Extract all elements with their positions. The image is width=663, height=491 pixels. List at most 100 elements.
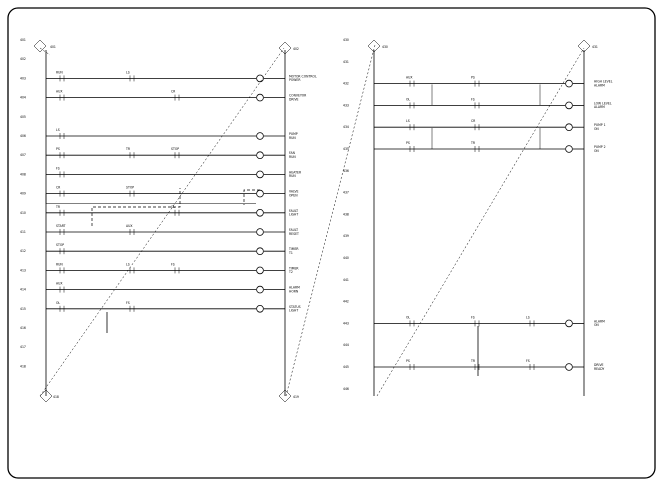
right-rung-number-442: 442 [343,300,349,304]
tag-right-top-text: 430 [382,45,388,49]
right-rung-number-431: 431 [343,60,349,64]
left-rung-number-404: 404 [20,96,26,100]
right-contact-a-443-label: OL [406,315,410,319]
left-rung-number-411: 411 [20,230,26,234]
right-contact-a-433: OL [406,97,415,109]
left-coil-411 [256,228,264,236]
left-contact-a-412-label: STOP [56,243,64,247]
right-contact-c-445-label: FS [526,359,530,363]
left-rung-number-408: 408 [20,172,26,176]
right-contact-b-443: FS [471,315,480,327]
left-contact-b-409-label: STOP [126,186,134,190]
left-coil-404 [256,93,264,102]
left-coil-407 [256,151,264,160]
left-contact-a-411-label: START [56,224,66,228]
right-rung-number-440: 440 [343,256,349,260]
left-rung-number-405: 405 [20,115,26,119]
tag-right-top: 430 [367,39,388,53]
left-contact-b-407-label: TR [125,147,131,151]
left-contact-a-413: RUN [56,262,65,274]
left-contact-a-403: RUN [56,70,65,82]
right-coil-435 [565,145,573,153]
left-diagonal-top [39,47,51,56]
right-contact-b-432-label: PS [471,76,475,80]
corner-tags: 401 418 402 419 430 431 [33,39,598,403]
left-rung-number-401: 401 [20,38,26,42]
left-contact-a-415-label: OL [56,301,60,305]
left-contact-c-407-label: STOP [171,147,179,151]
right-rung-number-436: 436 [343,169,349,173]
right-rung-number-439: 439 [343,234,349,238]
right-contact-c-445: FS [526,359,535,370]
right-rung-number-441: 441 [343,278,349,282]
left-contact-b-413: LS [126,262,135,274]
right-rung-number-443: 443 [343,321,349,325]
left-contact-a-406: LS [56,128,65,139]
left-contact-b-403-label: LS [126,70,130,74]
right-rung-number-446: 446 [343,387,349,391]
left-contact-a-411: START [56,224,66,235]
right-diagonal [285,44,376,397]
right2-diagonal [376,47,585,397]
right-contact-c-443: LS [526,315,535,327]
left-rung-number-415: 415 [20,307,26,311]
left-contact-a-404-label: AUX [56,90,63,94]
right-contact-a-434-label: LS [406,119,410,123]
left-rung-number-407: 407 [20,153,26,157]
tag-middle-bottom-text: 419 [293,395,299,399]
left-contact-a-414: AUX [56,282,65,293]
right-contact-b-443-label: FS [471,315,475,319]
right-contact-a-433-label: OL [406,97,410,101]
left-contact-c-404: CR [171,90,180,101]
right-rung-number-433: 433 [343,103,349,107]
tag-middle-top-text: 402 [293,47,299,51]
left-contact-c-410-label: OL [171,205,175,209]
tag-middle-top: 402 [278,41,299,55]
right-coil-445 [565,363,573,371]
left-rung-number-402: 402 [20,57,26,61]
left-contact-a-415: OL [56,301,65,312]
right-rung-number-432: 432 [343,82,349,86]
right-rung-number-437: 437 [343,191,349,195]
left-coil-403 [256,74,264,83]
right-contact-a-435: PS [406,141,415,152]
left-contact-a-407-label: PS [56,147,60,151]
left-contact-b-415: FS [126,301,135,312]
left-contact-a-412: STOP [56,243,64,255]
right-contact-b-433-label: FS [471,97,475,101]
right-contact-a-432: AUX [406,76,415,87]
left-diagonal [39,47,285,397]
left-contact-b-409: STOP [126,186,134,197]
sheet-border [7,7,656,479]
left-contact-c-404-label: CR [171,90,176,94]
right-contact-b-434-label: CR [471,119,476,123]
left-rung-number-413: 413 [20,268,26,272]
right-contact-b-445: TR [470,359,480,370]
left-coil-410 [256,209,264,217]
left-contact-c-413-label: FS [171,262,175,266]
right-rung-number-430: 430 [343,38,349,42]
tag-left-top: 401 [33,39,56,53]
mech-link-left [91,188,181,226]
